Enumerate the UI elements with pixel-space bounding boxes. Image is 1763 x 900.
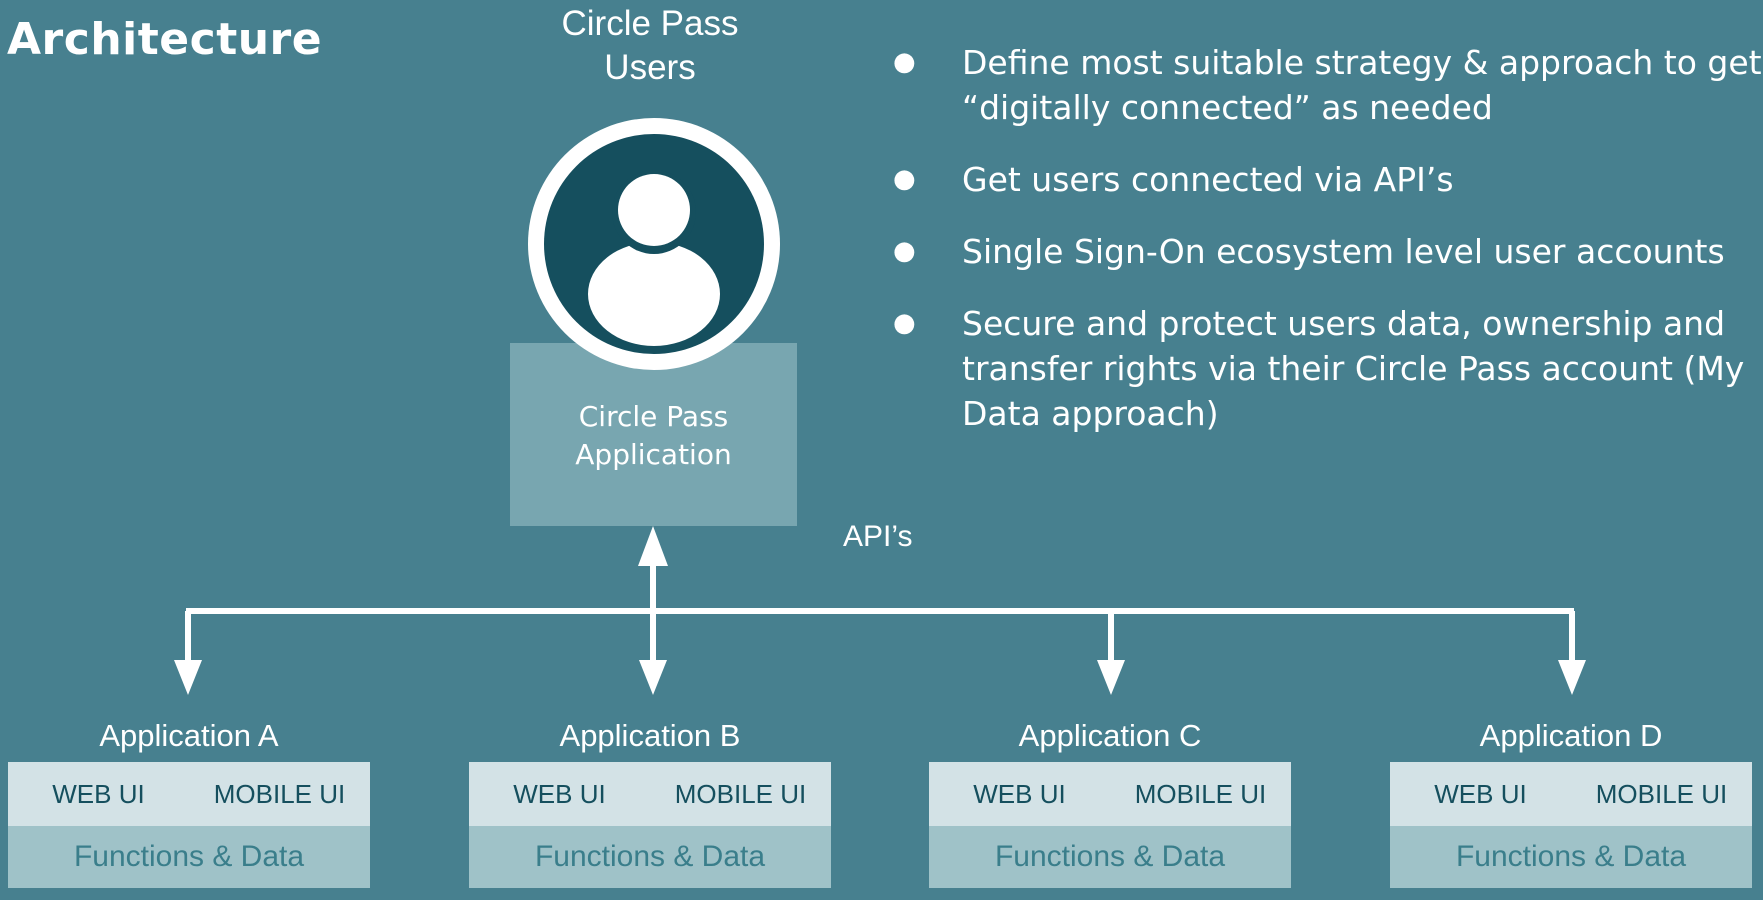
arrow-up-icon	[638, 526, 668, 566]
functions-data-label: Functions & Data	[929, 826, 1291, 888]
user-avatar	[528, 118, 780, 370]
bullet-item: ● Secure and protect users data, ownersh…	[893, 301, 1763, 436]
arrow-down-icon	[1558, 660, 1586, 695]
mobile-ui-label: MOBILE UI	[1595, 778, 1728, 809]
api-label: API’s	[843, 520, 913, 553]
arrow-down-icon	[639, 660, 667, 695]
bullet-text: Get users connected via API’s	[962, 160, 1454, 199]
application-d: Application D WEB UI MOBILE UI Functions…	[1390, 710, 1752, 888]
bullet-list: ● Define most suitable strategy & approa…	[893, 40, 1763, 463]
arrow-down-icon	[1097, 660, 1125, 695]
functions-data-label: Functions & Data	[469, 826, 831, 888]
application-name: Application A	[99, 718, 279, 753]
application-name: Application B	[559, 718, 741, 753]
mobile-ui-label: MOBILE UI	[213, 778, 346, 809]
ui-row: WEB UI MOBILE UI	[469, 762, 831, 826]
users-label: Circle Pass Users	[530, 2, 770, 90]
ui-row: WEB UI MOBILE UI	[1390, 762, 1752, 826]
bullet-item: ● Get users connected via API’s	[893, 157, 1763, 202]
mobile-ui-label: MOBILE UI	[674, 778, 807, 809]
circle-pass-application-box	[510, 343, 797, 526]
mobile-ui-label: MOBILE UI	[1134, 778, 1267, 809]
application-c: Application C WEB UI MOBILE UI Functions…	[929, 710, 1291, 888]
web-ui-label: WEB UI	[513, 778, 606, 809]
page-title: Architecture	[7, 14, 323, 65]
application-name: Application D	[1479, 718, 1663, 753]
bullet-item: ● Single Sign-On ecosystem level user ac…	[893, 229, 1763, 274]
app-box-line2: Application	[575, 438, 732, 471]
ui-row: WEB UI MOBILE UI	[8, 762, 370, 826]
application-name: Application C	[1018, 718, 1202, 753]
bullet-item: ● Define most suitable strategy & approa…	[893, 40, 1763, 130]
bullet-dot: ●	[893, 47, 916, 77]
users-label-line1: Circle Pass	[561, 4, 739, 43]
arrow-down-icon	[174, 660, 202, 695]
bullet-dot: ●	[893, 308, 916, 338]
circle-pass-application-label: Circle Pass Application	[510, 398, 797, 474]
web-ui-label: WEB UI	[52, 778, 145, 809]
application-a: Application A WEB UI MOBILE UI Functions…	[8, 710, 370, 888]
bullet-dot: ●	[893, 164, 916, 194]
bullet-text: Define most suitable strategy & approach…	[962, 43, 1762, 127]
bullet-text: Secure and protect users data, ownership…	[962, 304, 1745, 433]
connector-lines	[185, 556, 1575, 665]
web-ui-label: WEB UI	[1434, 778, 1527, 809]
application-b: Application B WEB UI MOBILE UI Functions…	[469, 710, 831, 888]
app-box-line1: Circle Pass	[578, 400, 729, 433]
web-ui-label: WEB UI	[973, 778, 1066, 809]
users-label-line2: Users	[604, 48, 696, 87]
ui-row: WEB UI MOBILE UI	[929, 762, 1291, 826]
bullet-dot: ●	[893, 236, 916, 266]
functions-data-label: Functions & Data	[8, 826, 370, 888]
user-icon	[588, 170, 720, 346]
functions-data-label: Functions & Data	[1390, 826, 1752, 888]
bullet-text: Single Sign-On ecosystem level user acco…	[962, 232, 1725, 271]
